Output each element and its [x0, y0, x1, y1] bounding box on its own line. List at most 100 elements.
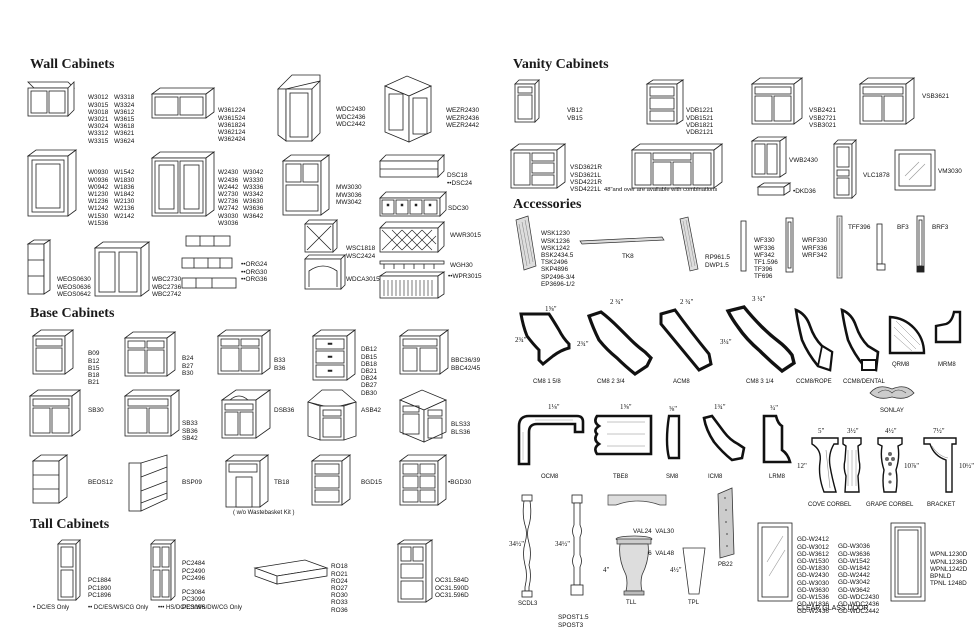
turned-leg-icon — [615, 535, 653, 596]
base-cabinets-heading: Base Cabinets — [30, 306, 115, 321]
dim-d5: 2¾" — [515, 336, 527, 344]
accessories-heading: Accessories — [513, 197, 582, 212]
dsc-list: DSC18••DSC24 — [447, 172, 473, 187]
lazy-susan-base-icon — [398, 389, 448, 443]
dim-d8: 1⅛" — [548, 403, 560, 411]
glass-door-title: CLEAR GLASS DOOR — [797, 605, 869, 612]
vlc-label: VLC1878 — [863, 172, 890, 179]
microwave-wall-cabinet-icon — [281, 154, 331, 216]
wall-cabinet-2door-icon — [27, 81, 75, 117]
wall-rope-filler-icon — [785, 217, 794, 273]
wwr-label: WWR3015 — [450, 232, 481, 239]
dim-d2: 2 ¾" — [610, 298, 624, 306]
pantry-cabinet-narrow-icon — [57, 539, 81, 601]
tbe-label: TBE8 — [613, 474, 629, 480]
square-post-icon — [570, 494, 584, 596]
vanity-sink-drawer-icon — [509, 143, 567, 189]
ccmr-label: CCM8/ROPE — [796, 379, 832, 385]
vanity-linen-cabinet-icon — [833, 139, 857, 199]
cove-corbel-icon — [811, 437, 839, 493]
toe-kick-icon — [579, 236, 665, 245]
ccmd-label: CCM8/DENTAL — [843, 379, 885, 385]
icm-label: ICM8 — [708, 474, 723, 480]
brf-label: BRF3 — [932, 224, 949, 231]
vanity-combo-icon — [630, 143, 724, 189]
skin-panel-icon — [515, 215, 537, 271]
wall-blind-corner-icon — [93, 241, 151, 297]
mini-rope-molding-icon — [934, 310, 962, 344]
vwb-label: VWB2430 — [789, 157, 818, 164]
sb-label: SB30 — [88, 407, 104, 414]
wall-filler-icon — [740, 220, 747, 272]
pb-label: PB22 — [718, 562, 733, 568]
tapered-leg-icon — [682, 547, 706, 595]
bsp-label: BSP09 — [182, 479, 202, 486]
vanity-sink-base-icon — [750, 77, 804, 125]
cm234-label: CM8 2 3/4 — [597, 379, 625, 385]
dim-c7: 10½" — [959, 462, 975, 470]
cove-label: COVE CORBEL — [808, 502, 852, 508]
glass-door-icon — [757, 522, 793, 602]
valance-icon — [607, 494, 667, 506]
dim-c2: 3½" — [847, 427, 859, 435]
base-cabinet-1door-icon — [31, 329, 75, 375]
crown-molding-158-icon — [519, 312, 571, 367]
wall-diagonal-corner-icon — [277, 74, 321, 142]
panel-base-icon — [717, 487, 735, 559]
vanity-cabinets-heading: Vanity Cabinets — [513, 57, 609, 72]
lrm-label: LRM8 — [769, 474, 786, 480]
vanity-base-icon — [514, 79, 540, 123]
sonlay-ornament-icon — [869, 386, 915, 399]
vanity-wall-cabinet-icon — [750, 136, 788, 178]
dim-d9: 1⅝" — [620, 403, 632, 411]
drawer-base-icon — [311, 329, 357, 381]
mrm-label: MRM8 — [938, 362, 956, 368]
sonlay-label: SONLAY — [880, 408, 904, 414]
dim-p2: 34½" — [555, 540, 571, 548]
desk-drawer-icon — [756, 182, 792, 196]
tall-cabinets-heading: Tall Cabinets — [30, 517, 110, 532]
wall-plate-rack-icon — [378, 271, 446, 299]
angle-sink-base-icon — [307, 389, 357, 441]
quarter-round-molding-icon — [888, 315, 926, 355]
trash-base-icon — [224, 454, 270, 508]
wall-cabinets-heading: Wall Cabinets — [30, 57, 115, 72]
wine-storage-cube-icon — [304, 219, 338, 253]
tall-fluted-filler-icon — [836, 215, 843, 279]
column-scroll-leg-icon — [521, 494, 533, 598]
corbel-post-icon — [842, 437, 862, 493]
tb-label: TB18 — [274, 479, 290, 486]
wall-end-open-shelf-icon — [26, 239, 52, 295]
base-cabinet-2door-icon — [123, 331, 177, 377]
sink-base-wide-icon — [123, 389, 181, 437]
top-bead-molding-icon — [594, 414, 653, 456]
outside-corner-molding-icon — [517, 414, 585, 466]
sink-base-icon — [28, 389, 82, 437]
